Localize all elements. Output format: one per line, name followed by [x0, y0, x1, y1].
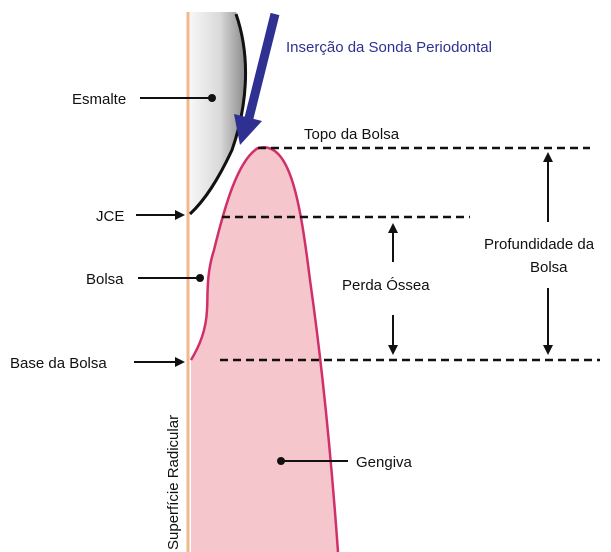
- probe-arrow-shaft: [249, 14, 275, 118]
- jce-label: JCE: [96, 208, 124, 225]
- esmalte-label: Esmalte: [72, 91, 126, 108]
- profundidade-label-line2: Bolsa: [530, 259, 568, 276]
- gengiva-leader-dot: [277, 457, 285, 465]
- gingiva-shape: [191, 147, 338, 552]
- bolsa-label: Bolsa: [86, 271, 124, 288]
- profundidade-label-line1: Profundidade da: [484, 236, 595, 253]
- topo-label: Topo da Bolsa: [304, 126, 400, 143]
- perda-label: Perda Óssea: [342, 277, 430, 294]
- gengiva-label: Gengiva: [356, 454, 413, 471]
- bolsa-leader-dot: [196, 274, 204, 282]
- superficie-label: Superfície Radicular: [165, 415, 182, 550]
- esmalte-leader-dot: [208, 94, 216, 102]
- probe-label: Inserção da Sonda Periodontal: [286, 39, 492, 56]
- probe-arrow-head: [234, 114, 262, 145]
- base-label: Base da Bolsa: [10, 355, 107, 372]
